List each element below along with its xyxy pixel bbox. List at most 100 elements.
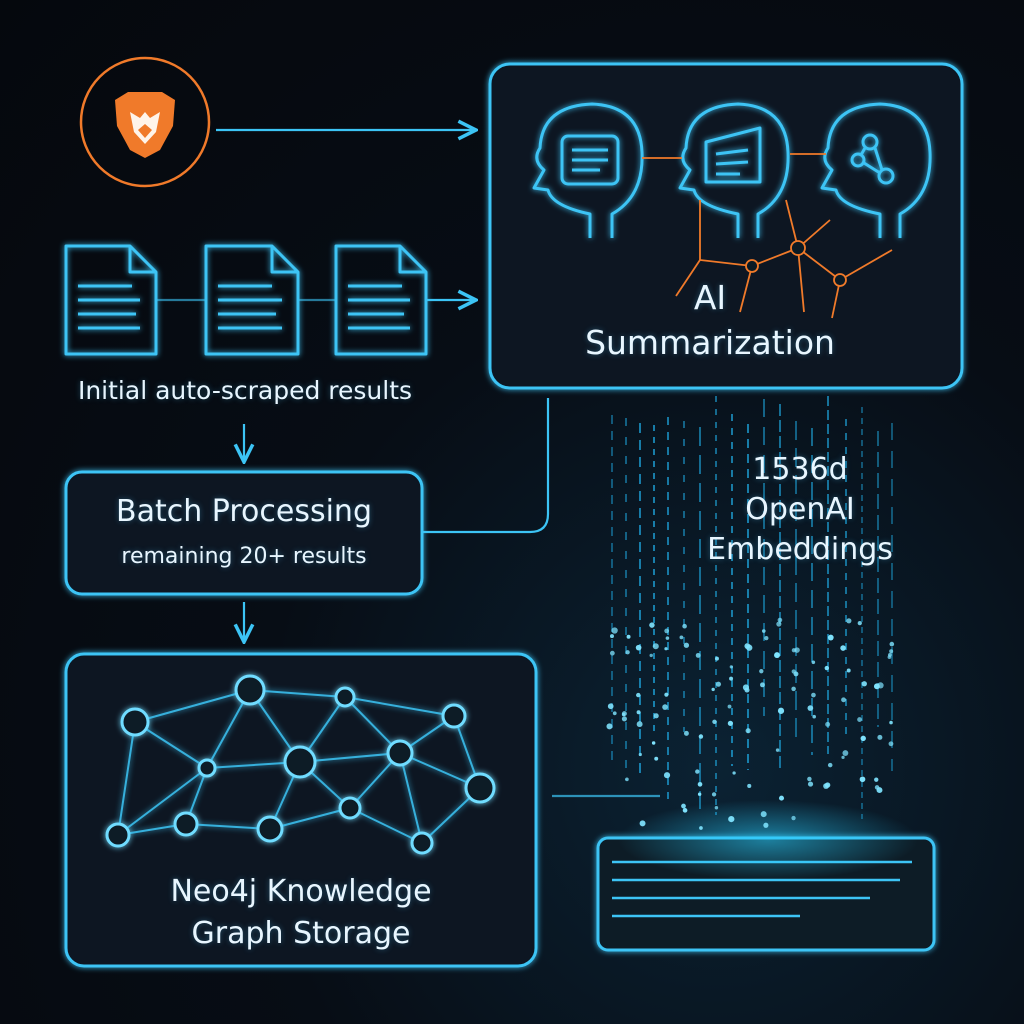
embedding-dot (698, 734, 704, 739)
batch-processing-title: Batch Processing (116, 494, 372, 529)
brave-lion-logo-icon (79, 56, 211, 188)
embedding-dot (609, 650, 615, 656)
document-icon (204, 244, 300, 356)
connector-batch-to-ai (422, 398, 550, 534)
batch-processing-subtitle: remaining 20+ results (121, 544, 367, 569)
embedding-dot (636, 721, 643, 728)
embedding-dot (665, 636, 670, 640)
embedding-dot (841, 755, 845, 760)
embedding-dot (636, 692, 641, 698)
graph-edge (134, 689, 251, 723)
embedding-dot (727, 720, 733, 726)
embedding-dot (744, 687, 750, 693)
graph-edge (249, 689, 346, 698)
embedding-dot (649, 622, 655, 628)
graph-edge (349, 807, 423, 844)
embedding-dot (744, 643, 751, 649)
graph-node (283, 745, 317, 779)
graph-node (464, 772, 496, 804)
embedding-dot (652, 643, 659, 650)
embedding-dot (682, 623, 687, 629)
embedding-dot (729, 665, 733, 669)
embedding-dot (727, 704, 732, 709)
graph-edge (269, 807, 351, 830)
graph-edge (344, 696, 455, 717)
graph-node (105, 822, 131, 848)
vector-glow (618, 800, 918, 880)
embedding-dot (824, 665, 830, 671)
document-icon (334, 244, 428, 356)
knowledge-graph-box (64, 652, 538, 968)
embedding-dot (712, 719, 717, 725)
embedding-dot (651, 741, 656, 745)
graph-node (410, 831, 434, 855)
initial-results-label: Initial auto-scraped results (77, 376, 413, 405)
ai-summarization-box (488, 62, 964, 390)
embedding-dot (663, 772, 671, 779)
embedding-dot (774, 652, 780, 659)
embedding-dot (649, 653, 653, 658)
embedding-dot (729, 676, 734, 681)
embedding-dot (697, 792, 702, 796)
embedding-dot (732, 771, 736, 775)
embedding-dot (626, 634, 631, 639)
embedding-dot (873, 683, 880, 690)
graph-node (234, 674, 266, 706)
embedding-dot (823, 783, 829, 789)
embedding-dot (777, 617, 783, 623)
graph-node (197, 758, 217, 778)
embedding-streams (606, 396, 895, 830)
embedding-dot (714, 806, 719, 810)
embedding-dot (794, 647, 800, 653)
batch-processing-box (64, 470, 424, 596)
embedding-dot (711, 792, 717, 797)
embedding-dot (662, 704, 668, 710)
graph-edge (185, 823, 271, 830)
embeddings-label-line2: OpenAI (745, 492, 855, 527)
embedding-dot (887, 655, 892, 659)
embedding-dot (610, 634, 614, 639)
embedding-dot (683, 730, 689, 736)
embedding-dot (639, 820, 646, 827)
embedding-dot (791, 648, 797, 653)
graph-edge (117, 767, 208, 836)
embedding-dot (777, 707, 785, 714)
graph-node (441, 703, 467, 729)
embedding-dot (621, 716, 627, 722)
embedding-dot (860, 735, 866, 742)
graph-edge (399, 752, 423, 844)
embedding-dot (695, 769, 700, 774)
graph-node (334, 686, 356, 708)
embedding-dot (775, 748, 780, 752)
embedding-dot (877, 734, 883, 740)
graph-node (120, 707, 150, 737)
embedding-dot (728, 815, 735, 823)
embedding-dot (874, 777, 879, 782)
embedding-dot (846, 618, 852, 624)
ai-summarization-label-line2: Summarization (585, 323, 835, 362)
embedding-dot (763, 822, 769, 828)
embedding-dot (889, 641, 895, 647)
embedding-dot (811, 660, 816, 665)
graph-node (338, 796, 362, 820)
embedding-dot (664, 628, 670, 634)
embedding-dot (635, 644, 642, 651)
embedding-dot (607, 703, 614, 710)
embedding-dot (857, 620, 862, 626)
embedding-dot (807, 705, 814, 711)
embedding-dot (861, 681, 867, 687)
graph-node (256, 815, 284, 843)
neural-links (642, 153, 893, 319)
embedding-dot (621, 712, 626, 717)
embedding-dot (714, 656, 719, 661)
storage-label-line2: Graph Storage (191, 916, 411, 951)
embedding-dot (761, 629, 766, 633)
embedding-dot (695, 652, 701, 658)
embedding-dot (811, 692, 816, 698)
embedding-dot (664, 692, 669, 697)
document-icon (64, 244, 158, 356)
embedding-dot (606, 723, 613, 730)
embedding-dot (889, 720, 893, 725)
ai-summarization-label-line1: AI (693, 278, 727, 317)
graph-edge (117, 721, 136, 836)
